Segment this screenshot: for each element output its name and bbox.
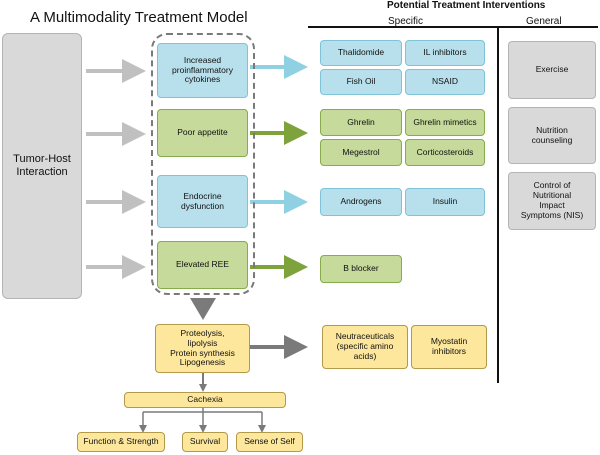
general-nutrition-counseling: Nutrition counseling <box>508 107 596 164</box>
header-rule <box>308 26 598 28</box>
column-divider <box>497 26 499 383</box>
outcome-function-strength: Function & Strength <box>77 432 165 452</box>
tumor-host-interaction-box: Tumor-Host Interaction <box>2 33 82 299</box>
process-box-catabolism: Proteolysis, lipolysis Protein synthesis… <box>155 324 250 373</box>
intervention-thalidomide: Thalidomide <box>320 40 402 66</box>
mechanism-cytokines: Increased proinflammatory cytokines <box>157 43 248 98</box>
intervention-megestrol: Megestrol <box>320 139 402 166</box>
intervention-ghrelin-mimetics: Ghrelin mimetics <box>405 109 485 136</box>
diagram-title: A Multimodality Treatment Model <box>30 9 248 26</box>
general-exercise: Exercise <box>508 41 596 99</box>
intervention-androgens: Androgens <box>320 188 402 216</box>
mechanism-poor-appetite: Poor appetite <box>157 109 248 157</box>
mechanisms-group-outline <box>151 33 255 295</box>
cachexia-box: Cachexia <box>124 392 286 408</box>
intervention-insulin: Insulin <box>405 188 485 216</box>
intervention-myostatin-inhibitors: Myostatin inhibitors <box>411 325 487 369</box>
general-nis-control: Control of Nutritional Impact Symptoms (… <box>508 172 596 230</box>
arrow-mechanisms-to-processes <box>190 298 216 320</box>
outcome-sense-of-self: Sense of Self <box>236 432 303 452</box>
mechanism-endocrine: Endocrine dysfunction <box>157 175 248 228</box>
intervention-il-inhibitors: IL inhibitors <box>405 40 485 66</box>
header-specific: Specific <box>388 16 424 27</box>
intervention-b-blocker: B blocker <box>320 255 402 283</box>
intervention-ghrelin: Ghrelin <box>320 109 402 136</box>
intervention-nsaid: NSAID <box>405 69 485 95</box>
header-general: General <box>526 16 562 27</box>
interventions-heading: Potential Treatment Interventions <box>387 0 546 11</box>
intervention-corticosteroids: Corticosteroids <box>405 139 485 166</box>
intervention-neutraceuticals: Neutraceuticals (specific amino acids) <box>322 325 408 369</box>
outcome-survival: Survival <box>182 432 228 452</box>
mechanism-elevated-ree: Elevated REE <box>157 241 248 289</box>
intervention-fish-oil: Fish Oil <box>320 69 402 95</box>
